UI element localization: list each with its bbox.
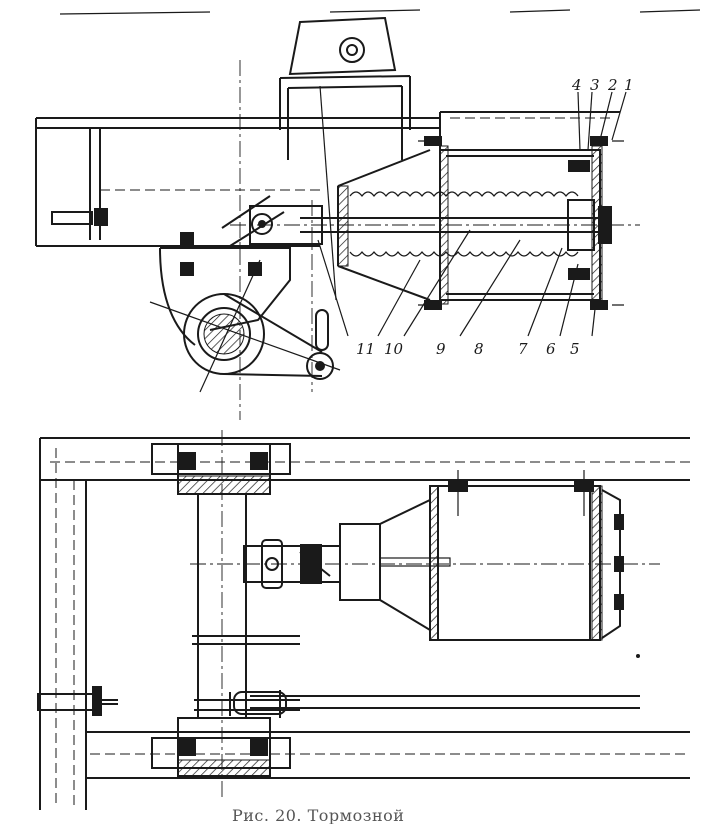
plan-view [37,430,690,810]
callout-2: 2 [607,76,618,94]
callout-9: 9 [436,340,446,358]
figure-caption: Рис. 20. Тормозной [232,806,405,824]
callout-10: 10 [384,340,404,358]
callout-7: 7 [518,340,528,358]
callout-4: 4 [571,76,582,94]
callout-1: 1 [624,76,634,94]
callout-8: 8 [474,340,484,358]
callout-5: 5 [570,340,580,358]
callout-3: 3 [590,76,600,94]
callout-6: 6 [546,340,556,358]
section-view: 4 3 2 1 11 10 9 8 7 6 5 [35,9,701,420]
callout-11: 11 [356,340,375,358]
